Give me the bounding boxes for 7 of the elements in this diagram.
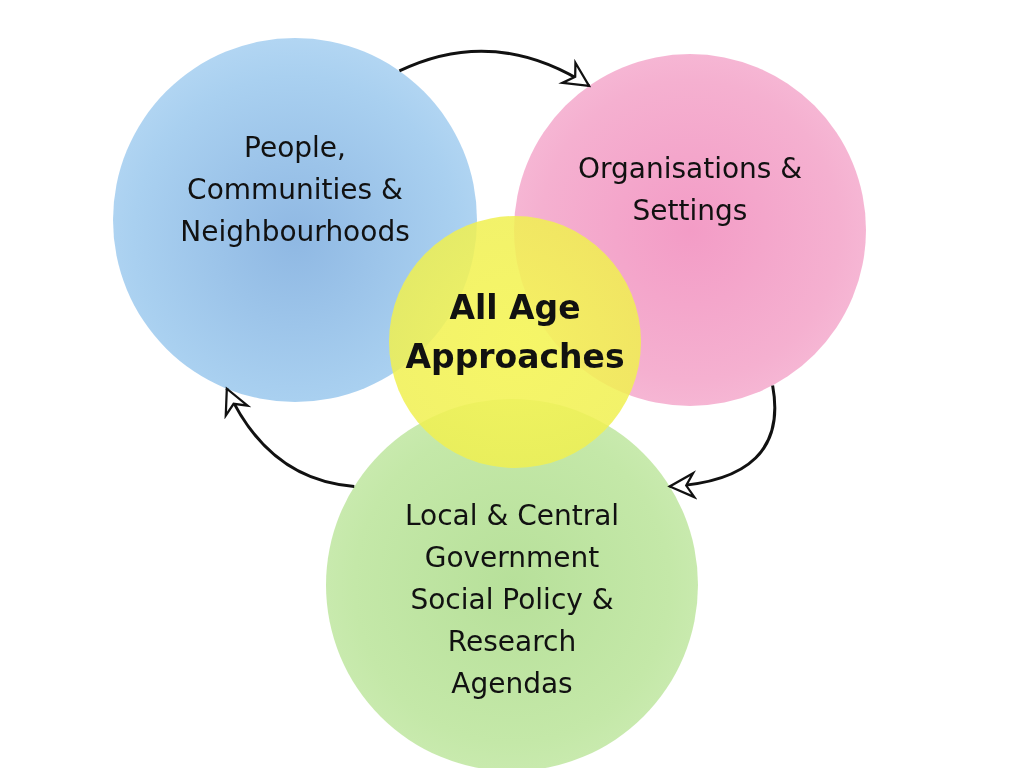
sketch-arrow [668, 385, 777, 498]
circle-label: People, Communities & Neighbourhoods [179, 130, 411, 250]
circle-label: Local & Central Government Social Policy & Research Agendas [403, 498, 621, 702]
sketch-arrow [398, 49, 591, 88]
circle-label: All Age Approaches [405, 286, 625, 378]
sketch-arrow [225, 387, 355, 488]
circle-label: Organisations & Settings [576, 151, 804, 229]
